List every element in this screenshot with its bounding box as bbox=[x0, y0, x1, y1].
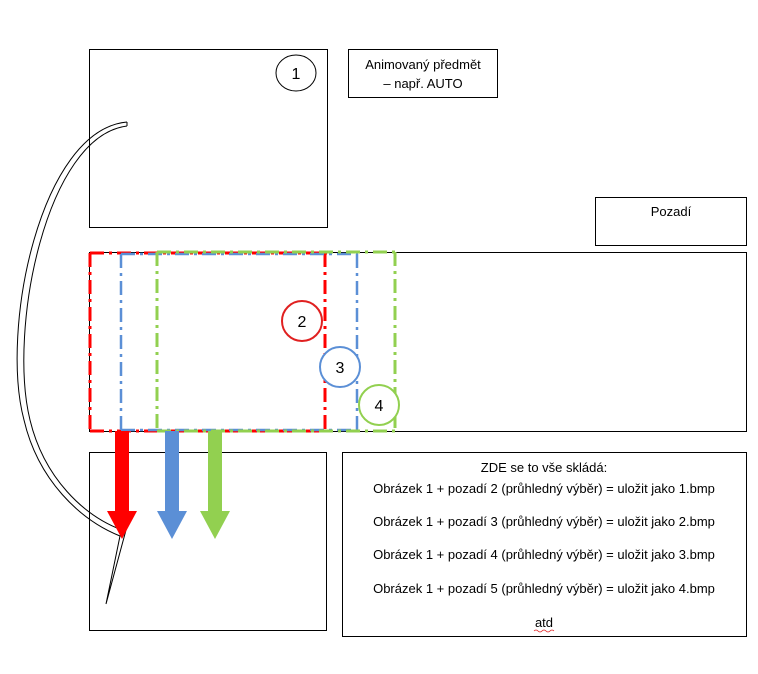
marker-4-circle bbox=[358, 384, 400, 426]
marker-2-label: 2 bbox=[298, 314, 307, 331]
arrow-down-red bbox=[107, 431, 137, 539]
composition-heading: ZDE se to vše skládá: bbox=[481, 460, 607, 475]
frame-1-number-circle bbox=[275, 54, 317, 92]
marker-2-circle bbox=[281, 300, 323, 342]
marker-3-circle bbox=[319, 346, 361, 388]
composition-box bbox=[342, 452, 747, 637]
background-label-box bbox=[595, 197, 747, 246]
animated-object-box bbox=[348, 49, 498, 98]
background-strip bbox=[89, 252, 747, 432]
animated-object-line-1: Animovaný předmět bbox=[365, 57, 481, 72]
marker-4-label: 4 bbox=[375, 398, 384, 415]
animated-object-line-2: – např. AUTO bbox=[383, 76, 462, 91]
composition-line-1: Obrázek 1 + pozadí 2 (průhledný výběr) =… bbox=[373, 481, 715, 496]
marker-3-label: 3 bbox=[336, 360, 345, 377]
selection-green bbox=[155, 250, 397, 433]
spellcheck-underline bbox=[533, 629, 555, 633]
curved-arrow bbox=[16, 121, 128, 605]
composition-line-3: Obrázek 1 + pozadí 4 (průhledný výběr) =… bbox=[373, 547, 715, 562]
background-label: Pozadí bbox=[651, 204, 692, 219]
composition-footer: atd bbox=[535, 615, 553, 630]
selection-red bbox=[88, 251, 327, 433]
arrow-down-blue bbox=[157, 431, 187, 539]
arrow-down-green bbox=[200, 431, 230, 539]
composition-line-2: Obrázek 1 + pozadí 3 (průhledný výběr) =… bbox=[373, 514, 715, 529]
frame-1-number: 1 bbox=[292, 66, 301, 83]
composition-line-4: Obrázek 1 + pozadí 5 (průhledný výběr) =… bbox=[373, 581, 715, 596]
